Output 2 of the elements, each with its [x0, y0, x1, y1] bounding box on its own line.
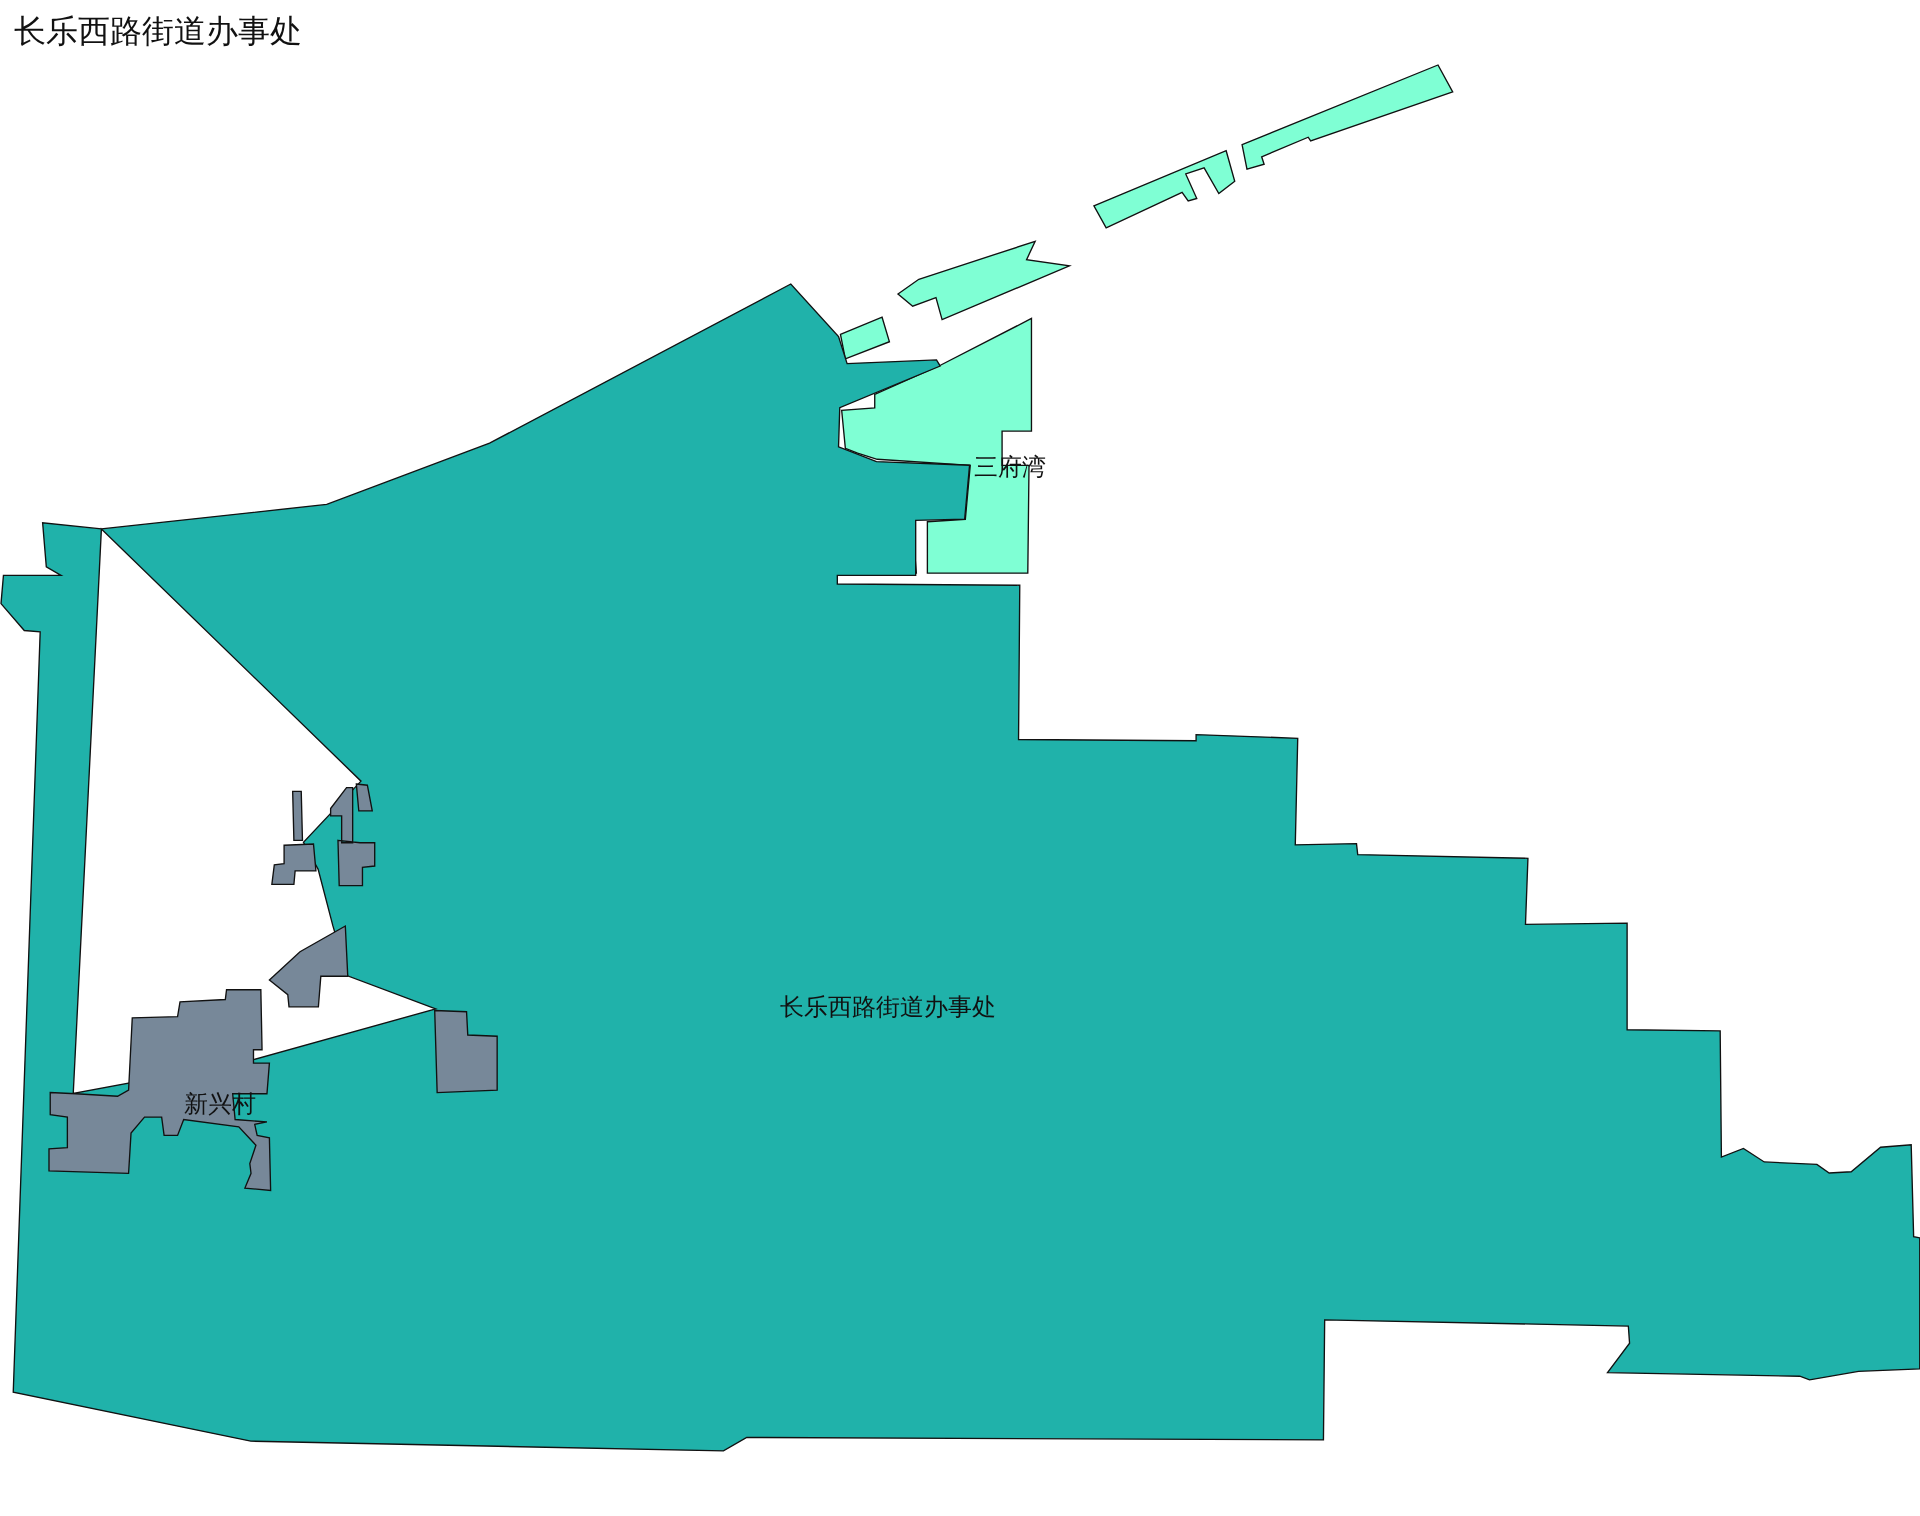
- region-label: 长乐西路街道办事处: [779, 991, 996, 1023]
- map-title: 长乐西路街道办事处: [14, 11, 302, 52]
